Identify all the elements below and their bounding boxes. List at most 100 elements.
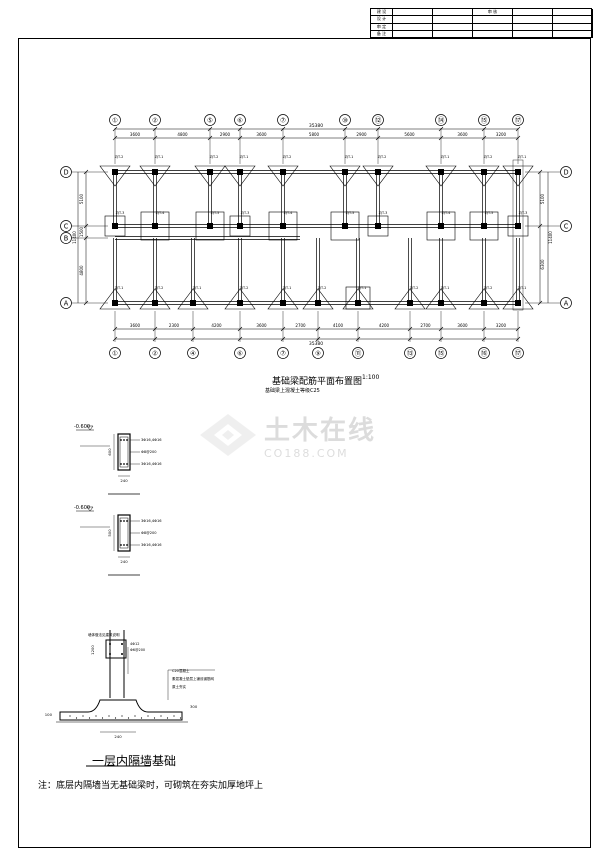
footing-tag: ZJT-4: [284, 211, 294, 215]
footing-tag: ZJT-2: [484, 155, 493, 159]
title-block: 建 设审 核设 计审 定备 注: [370, 8, 593, 38]
isolated-footing: [267, 288, 299, 310]
dimension-total: 11400: [548, 231, 553, 244]
title-block-cell: 审 定: [371, 23, 393, 31]
footing-tag: ZJT-1: [358, 286, 367, 290]
dimension-tick: [342, 126, 348, 132]
column: [438, 223, 444, 229]
axis-bubble-top-label: ⑰: [515, 116, 522, 124]
axis-bubble-top: [435, 114, 447, 126]
footing-tag: ZJT-2: [210, 155, 219, 159]
wall-detail-dimension-value: 1200: [90, 645, 95, 655]
column: [112, 169, 118, 175]
column: [481, 223, 487, 229]
column: [481, 300, 487, 306]
dimension-tick: [152, 126, 158, 132]
section-2-rebar: [123, 544, 125, 546]
dimension-tick: [515, 135, 521, 141]
column: [237, 223, 243, 229]
axis-bubble-top: [149, 114, 161, 126]
footing-tag: ZJT-1: [441, 286, 450, 290]
axis-bubble-right-label: A: [564, 299, 569, 307]
column: [342, 223, 348, 229]
dimension-value: 2900: [220, 132, 231, 137]
axis-bubble-top: [339, 114, 351, 126]
column: [355, 300, 361, 306]
dimension-tick: [190, 326, 196, 332]
column: [280, 300, 286, 306]
dimension-value: 5600: [404, 132, 415, 137]
column: [112, 223, 118, 229]
section-1-rebar: [123, 439, 125, 441]
title-block-cell: [513, 30, 553, 38]
axis-bubble-top: [109, 114, 121, 126]
dimension-value: 4200: [379, 323, 390, 328]
dimension-tick: [83, 223, 89, 229]
axis-bubble-bottom-label: ⑦: [280, 349, 286, 357]
title-block-cell: [553, 30, 593, 38]
dimension-tick: [112, 126, 118, 132]
isolated-footing: [140, 211, 170, 241]
dimension-value: 2700: [420, 323, 431, 328]
axis-bubble-top: [204, 114, 216, 126]
wall-detail-dimension-value: 300: [190, 704, 198, 709]
column: [190, 300, 196, 306]
isolated-footing: [195, 211, 225, 241]
dimension-tick: [315, 326, 321, 332]
wall-detail-label: Φ6@200: [130, 648, 145, 652]
section-1-rebar: [120, 463, 122, 465]
isolated-footing: [268, 211, 298, 241]
axis-bubble-top-label: ②: [152, 116, 158, 124]
isolated-footing: [139, 288, 171, 310]
footing-tag: ZJT-2: [240, 286, 249, 290]
column: [438, 169, 444, 175]
isolated-footing: [469, 211, 499, 241]
title-block-cell: [473, 23, 513, 31]
watermark: 土木在线 CO188.COM: [198, 410, 376, 460]
dimension-total: 35380: [309, 341, 323, 347]
dimension-value: 2900: [356, 132, 367, 137]
wall-detail-label: 素混凝土垫层上铺设钢筋网: [172, 676, 214, 681]
wall-detail-dimension-value: 100: [45, 712, 53, 717]
dimension-tick: [375, 135, 381, 141]
watermark-text: 土木在线: [264, 416, 377, 446]
dimension-tick: [355, 336, 361, 342]
axis-bubble-bottom: [149, 347, 161, 359]
dimension-tick: [481, 336, 487, 342]
footing-tag: ZJT-3: [379, 211, 388, 215]
axis-bubble-bottom-label: ⑨: [315, 349, 321, 357]
section-1-width: 240: [120, 478, 128, 483]
dimension-value: 4100: [333, 323, 344, 328]
wall-detail-ring-beam: [105, 639, 127, 659]
dimension-value: 5800: [309, 132, 320, 137]
wall-detail-label: 墙体做法见建筑说明: [88, 632, 120, 637]
title-block-cell: [433, 16, 473, 24]
dimension-tick: [237, 326, 243, 332]
dimension-tick: [83, 235, 89, 241]
wall-detail-rebar: [121, 653, 123, 655]
column: [152, 223, 158, 229]
footing-tag: ZJT-4: [442, 211, 452, 215]
title-block-cell: 建 设: [371, 9, 393, 17]
isolated-footing: [394, 288, 426, 310]
isolated-footing: [224, 165, 256, 187]
dimension-tick: [207, 126, 213, 132]
footing-tag: ZJT-5: [485, 211, 494, 215]
isolated-footing: [345, 286, 371, 310]
section-2-stirrup: [119, 517, 129, 549]
footing-tag: ZJT-1: [193, 286, 202, 290]
axis-bubble-bottom-label: ⑥: [237, 349, 243, 357]
dimension-tick: [407, 326, 413, 332]
footing-tag: ZJT-1: [283, 286, 292, 290]
footing-tag: ZJT-2: [410, 286, 419, 290]
column: [515, 223, 521, 229]
isolated-footing: [425, 165, 457, 187]
dimension-tick: [407, 336, 413, 342]
wall-detail-footing: [59, 699, 183, 721]
section-1-rebar: [126, 463, 128, 465]
isolated-footing: [468, 165, 500, 187]
axis-bubble-right: [560, 220, 572, 232]
dimension-tick: [112, 326, 118, 332]
axis-bubble-bottom-label: ⑪: [355, 349, 362, 357]
